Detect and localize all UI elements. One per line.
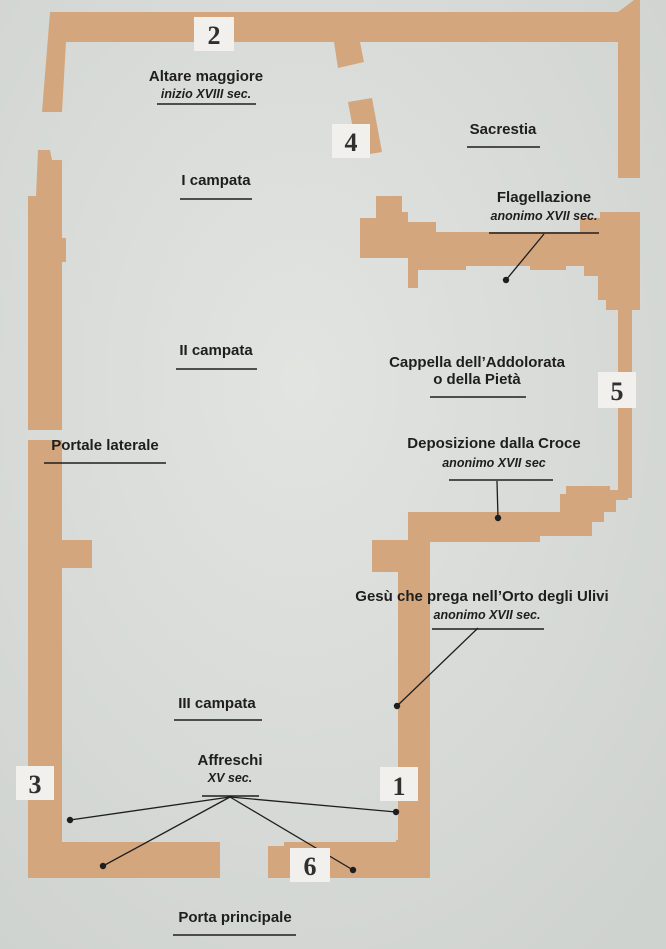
svg-text:6: 6 <box>304 852 317 881</box>
svg-text:5: 5 <box>611 377 624 406</box>
label-portale: Portale laterale <box>51 437 159 454</box>
leader-deposizione <box>496 480 499 519</box>
label-campata1: I campata <box>181 172 251 189</box>
label-campata2: II campata <box>179 342 253 359</box>
label-flagellazione-sub: anonimo XVII sec. <box>491 209 598 223</box>
marker-6: 6 <box>290 848 330 882</box>
leader-deposizione-dot <box>494 514 502 522</box>
label-altare-sub: inizio XVIII sec. <box>161 87 251 101</box>
wall-left-lower <box>28 440 92 820</box>
leader-affreschi-6 <box>229 796 354 871</box>
svg-text:2: 2 <box>208 21 221 50</box>
label-affreschi-title: Affreschi <box>197 752 262 769</box>
markers: 2 4 5 3 1 6 <box>16 17 636 882</box>
label-deposizione-title: Deposizione dalla Croce <box>407 435 580 452</box>
leader-gesu <box>396 627 479 707</box>
label-porta: Porta principale <box>178 909 291 926</box>
marker-5: 5 <box>598 372 636 408</box>
label-deposizione-sub: anonimo XVII sec <box>442 456 546 470</box>
leader-flagellazione-dot <box>502 276 510 284</box>
marker-2: 2 <box>194 17 234 51</box>
wall-top <box>42 12 625 112</box>
wall-cappella-lower <box>372 486 628 572</box>
label-gesu-sub: anonimo XVII sec. <box>434 608 541 622</box>
label-gesu-title: Gesù che prega nell’Orto degli Ulivi <box>355 588 608 605</box>
labels: Altare maggiore inizio XVIII sec. Sacres… <box>44 68 609 936</box>
label-flagellazione-title: Flagellazione <box>497 189 591 206</box>
marker-1: 1 <box>380 767 418 801</box>
leader-affreschi-3 <box>69 796 231 821</box>
svg-text:1: 1 <box>393 772 406 801</box>
label-altare-title: Altare maggiore <box>149 68 263 85</box>
leader-affreschi-3-dot <box>66 816 74 824</box>
leader-affreschi-left-dot <box>99 862 107 870</box>
wall-sacrestia-right <box>618 0 640 178</box>
leader-flagellazione <box>505 233 545 281</box>
wall-nave-right <box>398 570 430 878</box>
marker-3: 3 <box>16 766 54 800</box>
leader-affreschi-6-dot <box>349 866 357 874</box>
leader-gesu-dot <box>393 702 401 710</box>
label-cappella-line1: Cappella dell’Addolorata <box>389 354 566 371</box>
leader-affreschi-left <box>102 796 231 867</box>
label-sacrestia: Sacrestia <box>470 121 537 138</box>
wall-bottom-left <box>28 820 220 878</box>
leader-affreschi-1-dot <box>392 808 400 816</box>
marker-4: 4 <box>332 124 370 158</box>
wall-flagellazione <box>360 196 640 310</box>
wall-left-upper <box>28 150 66 430</box>
leader-lines <box>66 233 545 874</box>
label-cappella-line2: o della Pietà <box>433 371 521 388</box>
svg-text:3: 3 <box>29 770 42 799</box>
svg-text:4: 4 <box>345 128 358 157</box>
label-campata3: III campata <box>178 695 256 712</box>
label-affreschi-sub: XV sec. <box>207 771 252 785</box>
leader-affreschi-1 <box>229 796 397 813</box>
